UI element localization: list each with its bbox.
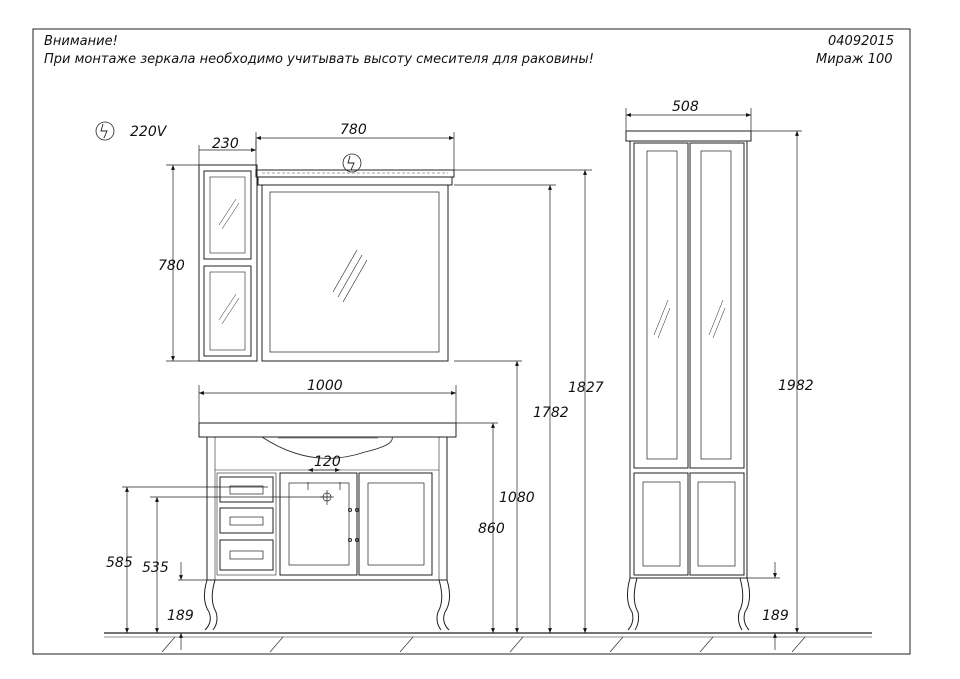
electric-bolt-icon [95,121,115,141]
pencil-lower-door-left [633,472,689,576]
drawer-2 [219,507,274,534]
dim-189-right: 189 [762,608,789,624]
dim-1080: 1080 [499,490,535,506]
drawer-1 [219,476,274,503]
dim-mirror-height: 780 [158,258,185,274]
sheet-border [32,28,911,655]
dim-1782: 1782 [533,405,569,421]
pencil-upper-door-left [633,142,689,469]
pencil-case [625,130,752,631]
dim-535: 535 [142,560,169,576]
vanity-door-left [279,472,358,576]
warning-title: Внимание! [44,34,118,49]
dim-cabinet-width: 230 [212,136,239,152]
mirror [255,169,455,362]
dim-860: 860 [478,521,505,537]
doc-code: 04092015 [828,34,895,49]
dim-faucet-spacing: 120 [314,454,341,470]
dim-vanity-width: 1000 [307,378,343,394]
power-label: 220V [130,124,168,140]
dim-mirror-width: 780 [340,122,367,138]
vanity [198,422,457,631]
dimension-lines [122,108,802,650]
model-name: Мираж 100 [816,52,893,67]
pencil-upper-door-right [689,142,745,469]
dim-pencil-width: 508 [672,99,699,115]
drawer-3 [219,539,274,571]
wall-cabinet [198,164,258,362]
floor-line [104,632,872,653]
dim-189-left: 189 [167,608,194,624]
cabinet-upper-door [203,170,252,260]
vanity-door-right [358,472,433,576]
warning-text: При монтаже зеркала необходимо учитывать… [44,52,594,67]
faucet-mark [307,482,341,505]
mirror-lamp-icon [342,153,362,173]
dim-1827: 1827 [568,380,604,396]
pencil-lower-door-right [689,472,745,576]
cabinet-lower-door [203,265,252,357]
dim-585: 585 [106,555,133,571]
dim-1982: 1982 [778,378,814,394]
